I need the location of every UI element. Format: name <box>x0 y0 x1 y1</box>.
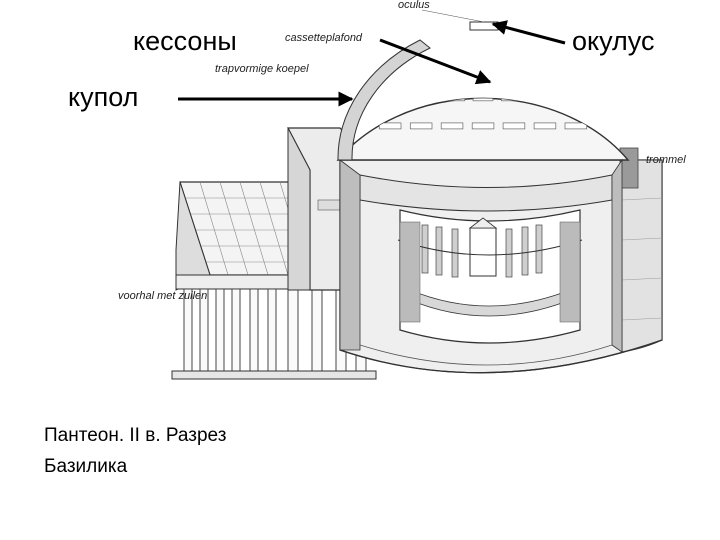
rotunda-interior <box>359 174 613 344</box>
coffer <box>463 25 467 36</box>
label-kessony: кессоны <box>133 26 237 56</box>
coffer <box>440 122 464 130</box>
coffer <box>409 122 433 130</box>
coffer <box>378 122 402 130</box>
coffer <box>491 34 500 44</box>
coffer <box>517 34 526 44</box>
coffer <box>533 49 546 58</box>
annotation-arrows <box>178 9 566 107</box>
coffer <box>499 69 516 76</box>
coffer <box>457 25 461 36</box>
coffer <box>416 98 437 102</box>
coffer <box>426 69 443 76</box>
coffer <box>552 49 565 58</box>
coffer <box>523 69 540 76</box>
coffer <box>479 34 488 44</box>
coffer <box>514 49 527 58</box>
label-trapvormige-koepel: trapvormige koepel <box>215 63 309 75</box>
arrow-kessony <box>379 38 492 85</box>
coffer <box>457 49 470 58</box>
coffer <box>585 98 607 102</box>
caption-subtitle: Базилика <box>44 456 128 477</box>
coffer <box>476 49 489 58</box>
coffer <box>533 122 557 130</box>
arrow-okulus <box>491 20 566 45</box>
coffer <box>564 122 588 130</box>
label-okulus: окулус <box>572 26 655 56</box>
coffer <box>547 69 564 76</box>
section-cut <box>339 158 663 374</box>
label-oculus: oculus <box>398 0 430 11</box>
coffer <box>502 122 526 130</box>
coffer <box>427 34 436 44</box>
coffer <box>453 34 462 44</box>
coffer <box>504 34 513 44</box>
coffer <box>529 98 550 102</box>
coffer <box>439 49 452 58</box>
label-voorhal-met-zuilen: voorhal met zuilen <box>118 290 208 302</box>
label-cassetteplafond: cassetteplafond <box>285 32 363 44</box>
caption-title: Пантеон. II в. Разрез <box>44 425 227 446</box>
coffer <box>440 34 449 44</box>
coffer <box>571 69 588 76</box>
coffer <box>595 122 618 130</box>
coffer <box>466 34 475 44</box>
label-kupol: купол <box>68 82 139 112</box>
coffer <box>557 98 578 102</box>
coffer <box>388 98 409 102</box>
coffer <box>402 69 419 76</box>
label-trommel: trommel <box>646 154 686 166</box>
coffer <box>495 49 508 58</box>
coffer <box>471 122 495 130</box>
coffer <box>472 98 494 102</box>
leader-oculus <box>421 9 485 23</box>
